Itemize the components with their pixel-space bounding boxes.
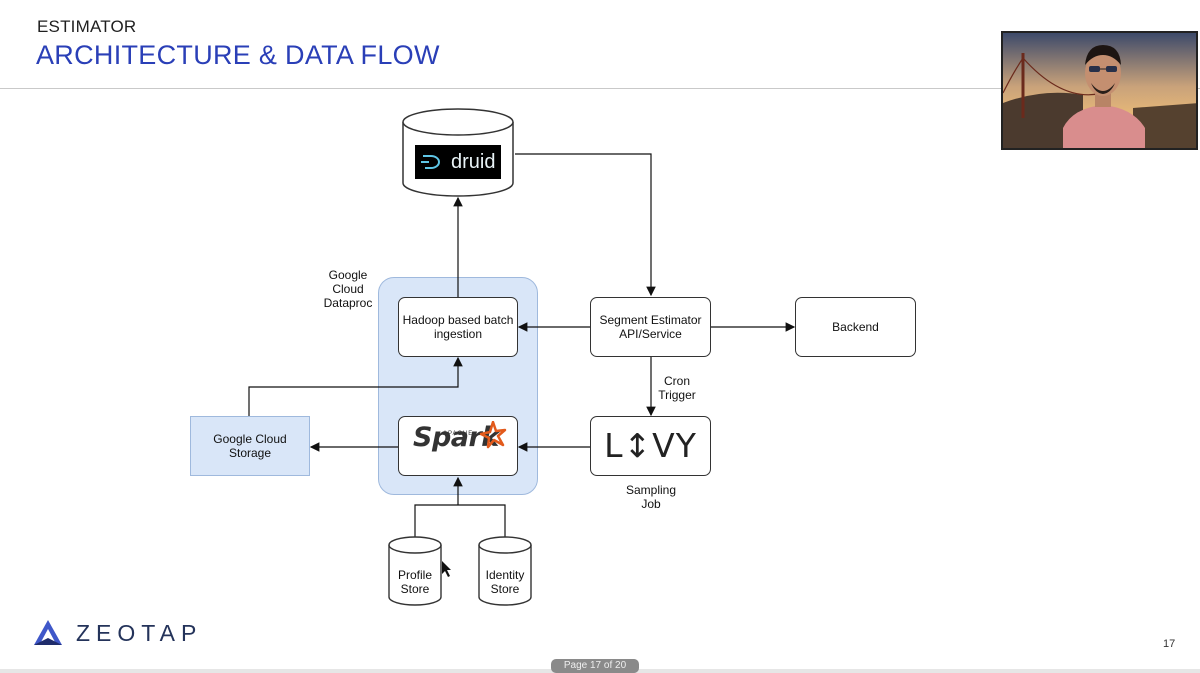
segment-estimator-node: Segment Estimator API/Service [590, 297, 711, 357]
section-label: ESTIMATOR [37, 17, 137, 36]
gcs-node-label: Google Cloud Storage [213, 432, 287, 460]
presenter-video-image [1003, 33, 1196, 148]
sampling-job-label: Sampling Job [625, 483, 677, 511]
spark-apache-text: APACHE [443, 431, 474, 437]
hadoop-node-label: Hadoop based batch ingestion [402, 313, 514, 341]
identity-store-label: Identity Store [485, 568, 525, 596]
page-indicator: Page 17 of 20 [551, 659, 639, 673]
segment-node-label: Segment Estimator API/Service [599, 313, 702, 341]
backend-node: Backend [795, 297, 916, 357]
profile-store-label: Profile Store [397, 568, 432, 596]
page-number: 17 [1163, 638, 1176, 650]
cron-trigger-label: Cron Trigger [658, 374, 696, 402]
slide-title: ARCHITECTURE & DATA FLOW [36, 40, 440, 70]
dataproc-label: Google Cloud Dataproc [323, 268, 373, 310]
mouse-cursor-icon [442, 561, 451, 577]
spark-star-icon [479, 421, 507, 449]
title-divider [0, 88, 1200, 89]
druid-logo: druid [415, 145, 501, 179]
spark-node: APACHE Spark [398, 416, 518, 476]
hadoop-batch-ingestion-node: Hadoop based batch ingestion [398, 297, 518, 357]
webcam-video-feed[interactable] [1001, 31, 1198, 150]
google-cloud-storage-node: Google Cloud Storage [190, 416, 310, 476]
livy-node: L↕VY [590, 416, 711, 476]
livy-logo-text: L↕VY [604, 426, 697, 465]
profile-store-cylinder [388, 536, 442, 606]
zeotap-logo-icon [34, 620, 62, 645]
druid-logo-text: druid [451, 150, 496, 173]
druid-logo-icon [421, 155, 440, 169]
backend-node-label: Backend [832, 320, 879, 334]
zeotap-brand: ZEOTAP [32, 618, 202, 648]
identity-store-cylinder [478, 536, 532, 606]
brand-name: ZEOTAP [76, 619, 203, 646]
